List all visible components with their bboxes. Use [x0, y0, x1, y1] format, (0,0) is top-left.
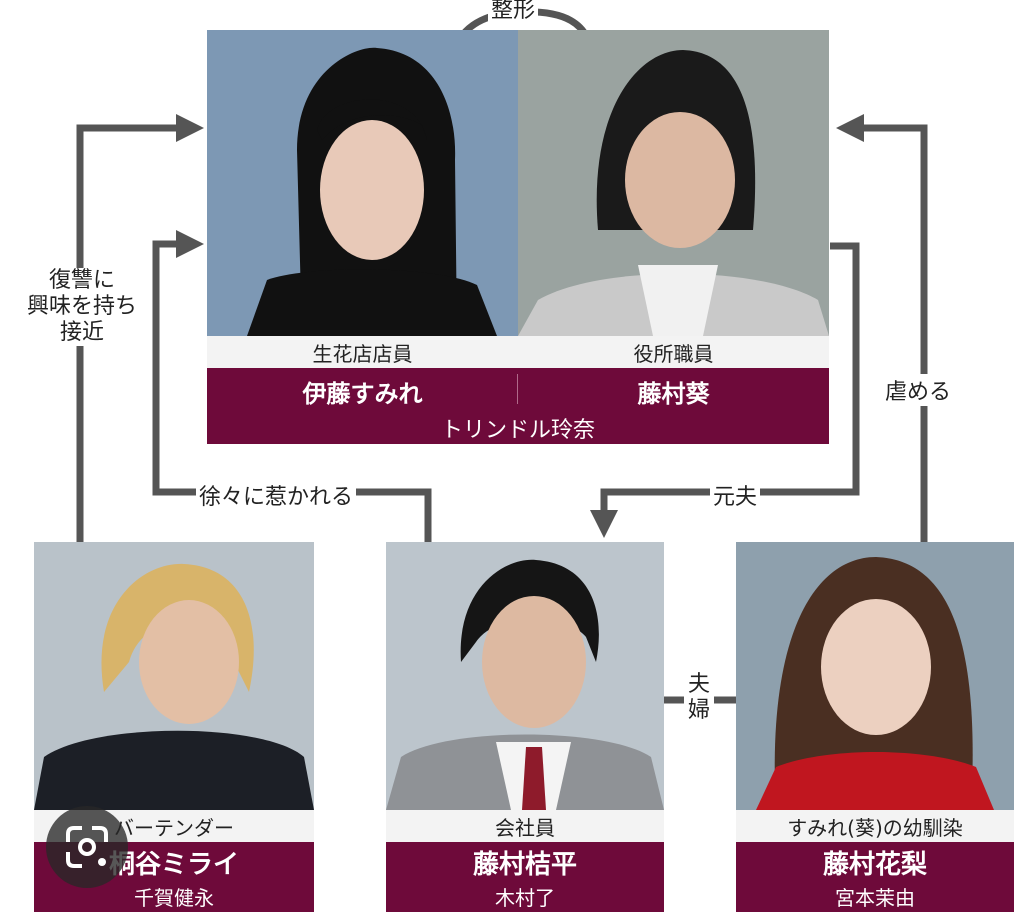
portrait-silhouette — [247, 47, 497, 336]
aoi-role: 役所職員 — [518, 336, 829, 368]
revenge-line-2: 興味を持ち — [26, 294, 137, 319]
mirai-actor: 千賀健永 — [134, 886, 214, 910]
revenge-line-1: 復讐に — [48, 268, 115, 293]
karin-name-band: 藤村花梨 宮本茉由 — [736, 842, 1014, 912]
portrait-silhouette — [386, 559, 664, 810]
karin-photo — [736, 542, 1014, 810]
attracted-label: 徐々に惹かれる — [196, 479, 357, 511]
attracted-arrow — [152, 230, 432, 542]
sumire-name: 伊藤すみれ — [302, 380, 423, 408]
ex-husband-arrow — [590, 242, 860, 538]
couple-line-1: 夫 — [687, 672, 710, 697]
bully-arrow — [836, 114, 928, 542]
revenge-label: 復讐に 興味を持ち 接近 — [22, 268, 142, 346]
seikei-label: 整形 — [488, 0, 539, 24]
kyohei-role: 会社員 — [386, 810, 664, 842]
kyohei-actor: 木村了 — [495, 886, 555, 910]
mirai-photo — [34, 542, 314, 810]
name-divider — [517, 374, 518, 404]
top-name-band: 伊藤すみれ 藤村葵 トリンドル玲奈 — [207, 368, 829, 444]
karin-name: 藤村花梨 — [822, 850, 927, 880]
sumire-photo — [207, 30, 518, 336]
sumire-role: 生花店店員 — [207, 336, 518, 368]
portrait-silhouette — [518, 50, 829, 336]
kyohei-name-band: 藤村桔平 木村了 — [386, 842, 664, 912]
lens-glyph — [66, 826, 108, 868]
aoi-name: 藤村葵 — [637, 380, 710, 408]
bully-label: 虐める — [882, 374, 955, 406]
couple-label: 夫 婦 — [684, 672, 714, 724]
ex-husband-label: 元夫 — [710, 479, 761, 511]
kyohei-name: 藤村桔平 — [472, 850, 577, 880]
couple-line-2: 婦 — [687, 698, 710, 723]
portrait-silhouette — [756, 557, 994, 810]
kyohei-photo — [386, 542, 664, 810]
lens-icon[interactable] — [46, 806, 128, 888]
karin-role: すみれ(葵)の幼馴染 — [736, 810, 1014, 842]
mirai-name: 桐谷ミライ — [108, 850, 239, 880]
karin-actor: 宮本茉由 — [835, 886, 915, 910]
portrait-silhouette — [34, 563, 314, 810]
approach-arrow — [76, 114, 204, 542]
aoi-photo — [518, 30, 829, 336]
revenge-line-3: 接近 — [59, 320, 104, 345]
top-actor: トリンドル玲奈 — [440, 418, 595, 443]
